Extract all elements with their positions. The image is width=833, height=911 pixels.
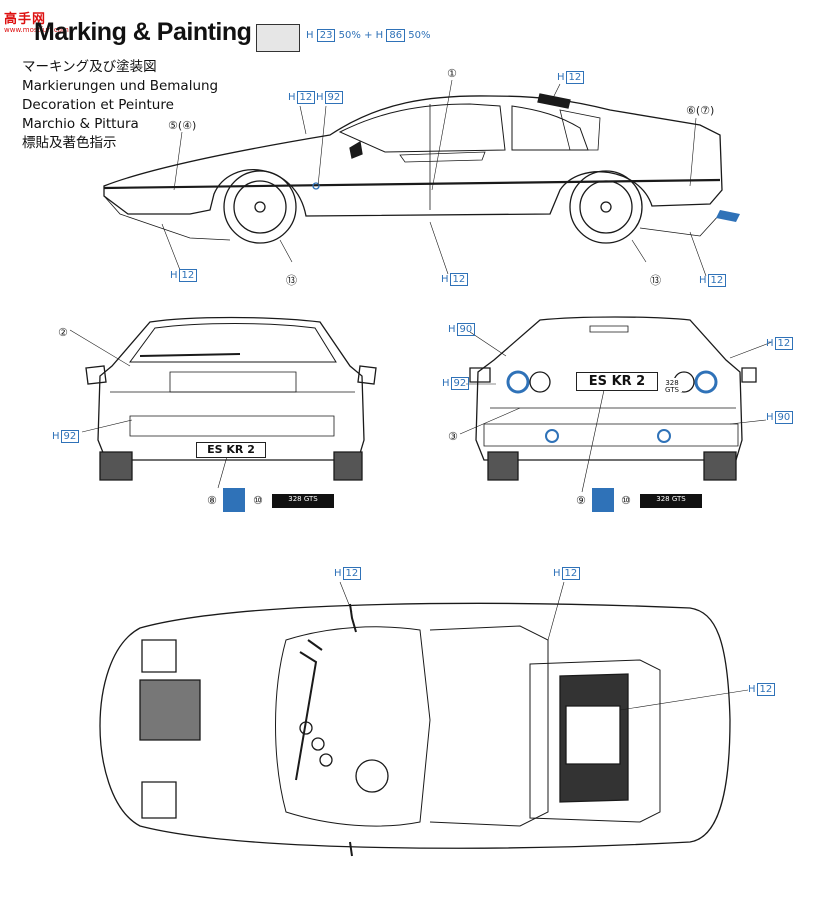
callout-3: ③	[448, 430, 458, 443]
callout-5-4: ⑤(④)	[168, 119, 197, 132]
callout-10-front: ⑩	[253, 494, 263, 507]
callout-8: ⑧	[207, 494, 217, 507]
site-url: www.mostfun.com	[4, 26, 69, 34]
subtitle-de: Markierungen und Bemalung	[22, 78, 219, 94]
page-title: Marking & Painting	[34, 18, 252, 46]
callout-9: ⑨	[576, 494, 586, 507]
decal-badge-rear: 328 GTS	[640, 494, 702, 508]
subtitle-jp: マーキング及び塗装図	[22, 59, 157, 75]
subtitle-cn: 標貼及著色指示	[22, 135, 117, 151]
paint-swatch	[256, 24, 300, 52]
front-view-car	[69, 316, 377, 489]
site-logo: 高手网	[4, 12, 47, 27]
decal-arrow-icon-front	[223, 488, 245, 512]
callout-6-7: ⑥(⑦)	[686, 104, 715, 117]
rear-model-badge: 328 GTS	[662, 378, 682, 394]
callout-13-rear: ⑬	[650, 274, 661, 287]
paint-mix-label: H 23 50% + H 86 50%	[306, 29, 431, 42]
callout-10-rear: ⑩	[621, 494, 631, 507]
rear-license-plate: ES KR 2	[576, 372, 658, 391]
subtitle-fr: Decoration et Peinture	[22, 97, 174, 113]
front-license-plate: ES KR 2	[196, 442, 266, 458]
callout-13-front: ⑬	[286, 274, 297, 287]
decal-arrow-icon-rear	[592, 488, 614, 512]
side-view-car	[103, 79, 740, 277]
top-view-car	[99, 581, 749, 857]
callout-2: ②	[58, 326, 68, 339]
decal-badge-front: 328 GTS	[272, 494, 334, 508]
rear-view-car	[459, 316, 773, 493]
subtitle-it: Marchio & Pittura	[22, 116, 139, 132]
callout-1: ①	[447, 67, 457, 80]
